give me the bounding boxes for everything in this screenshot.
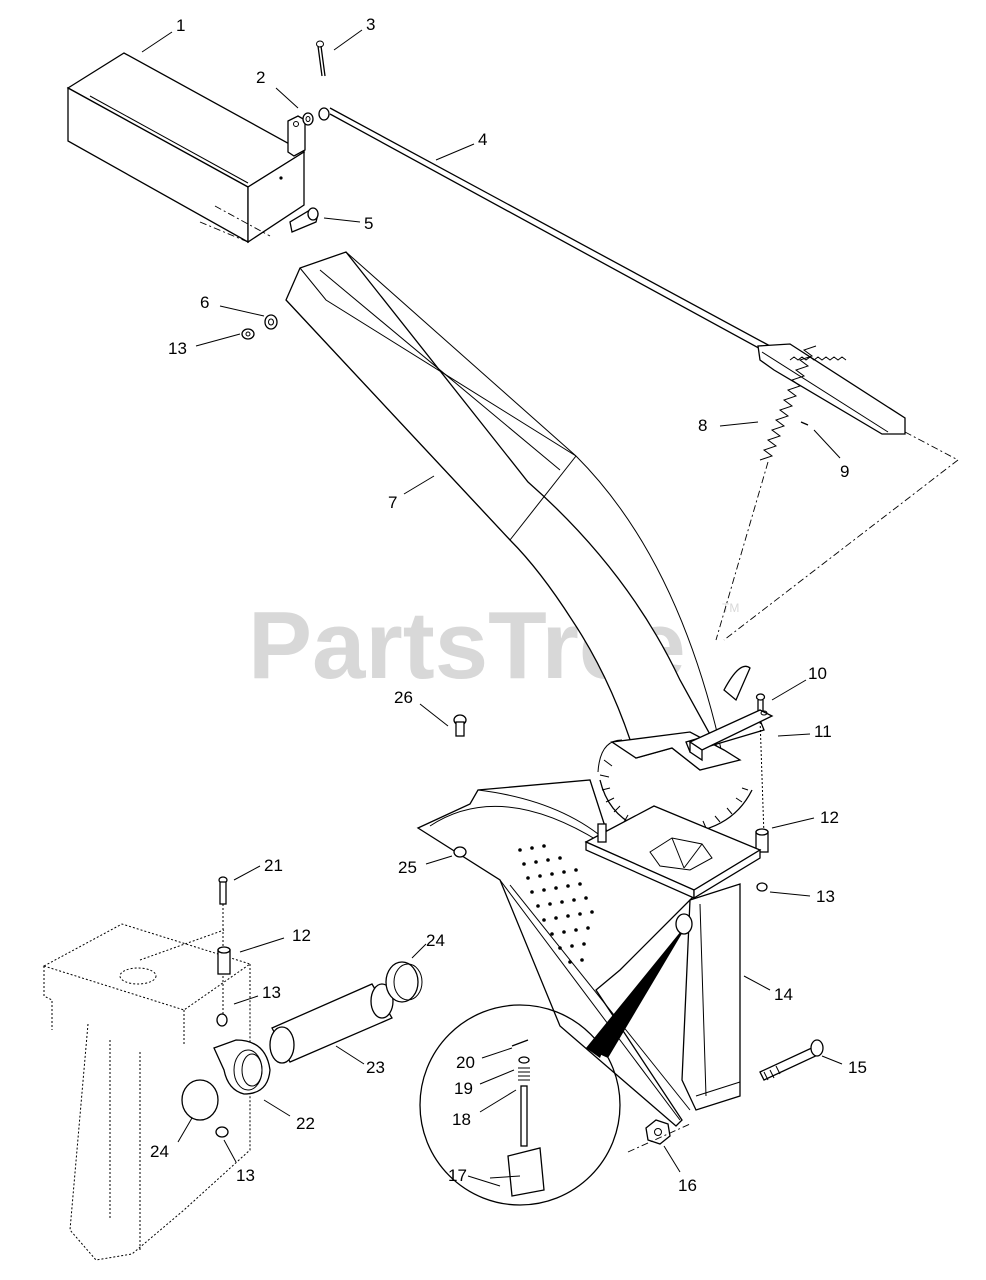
callout-labels: 1 2 3 4 5 6 13 7 8 9 10 11 26 12 25 13 2… (150, 15, 867, 1195)
part-cap-24a (385, 961, 423, 1003)
callout-17: 17 (448, 1166, 467, 1185)
watermark-tm: TM (722, 601, 739, 615)
part-nut-16 (627, 1119, 691, 1153)
callout-14: 14 (774, 985, 793, 1004)
part-bolt-10 (755, 693, 766, 837)
part-bolt-5 (289, 207, 319, 233)
part-bracket-and-pin (287, 40, 330, 157)
callout-26: 26 (394, 688, 413, 707)
callout-15: 15 (848, 1058, 867, 1077)
callout-22: 22 (296, 1114, 315, 1133)
part-spacer-12b (217, 946, 231, 975)
part-bolt-15 (759, 1039, 824, 1081)
callout-13d: 13 (236, 1166, 255, 1185)
part-pin-9 (800, 421, 809, 426)
part-washer-6 (241, 314, 278, 340)
callout-12b: 12 (292, 926, 311, 945)
callout-10: 10 (808, 664, 827, 683)
callout-7: 7 (388, 493, 397, 512)
part-bar-11 (688, 709, 774, 762)
part-spring-8 (715, 345, 817, 641)
part-bolt-26 (453, 714, 467, 737)
callout-19: 19 (454, 1079, 473, 1098)
part-control-rod (329, 107, 959, 641)
part-spacer-12 (755, 828, 769, 892)
part-clamp-22 (213, 1039, 271, 1095)
callout-20: 20 (456, 1053, 475, 1072)
part-cap-24b (181, 1079, 219, 1121)
callout-21: 21 (264, 856, 283, 875)
callout-13c: 13 (262, 983, 281, 1002)
callout-11: 11 (814, 722, 832, 741)
callout-9: 9 (840, 462, 849, 481)
leader-lines (141, 29, 843, 1187)
callout-2: 2 (256, 68, 265, 87)
callout-25: 25 (398, 858, 417, 877)
part-nut-13c (216, 1013, 228, 1027)
part-deflector-box (66, 52, 306, 244)
callout-13a: 13 (168, 339, 187, 358)
callout-5: 5 (364, 214, 373, 233)
callout-23: 23 (366, 1058, 385, 1077)
callout-3: 3 (366, 15, 375, 34)
callout-24b: 24 (150, 1142, 169, 1161)
callout-18: 18 (452, 1110, 471, 1129)
callout-13b: 13 (816, 887, 835, 906)
part-nut-13d (215, 1126, 229, 1138)
part-alt-housing (42, 923, 252, 1261)
callout-8: 8 (698, 416, 707, 435)
part-housing (416, 779, 762, 1127)
perforations (518, 844, 594, 964)
detail-view (419, 1004, 621, 1206)
callout-4: 4 (478, 130, 487, 149)
callout-24a: 24 (426, 931, 445, 950)
callout-1: 1 (176, 16, 185, 35)
part-tube-23 (269, 983, 394, 1064)
callout-16: 16 (678, 1176, 697, 1195)
callout-12a: 12 (820, 808, 839, 827)
callout-6: 6 (200, 293, 209, 312)
